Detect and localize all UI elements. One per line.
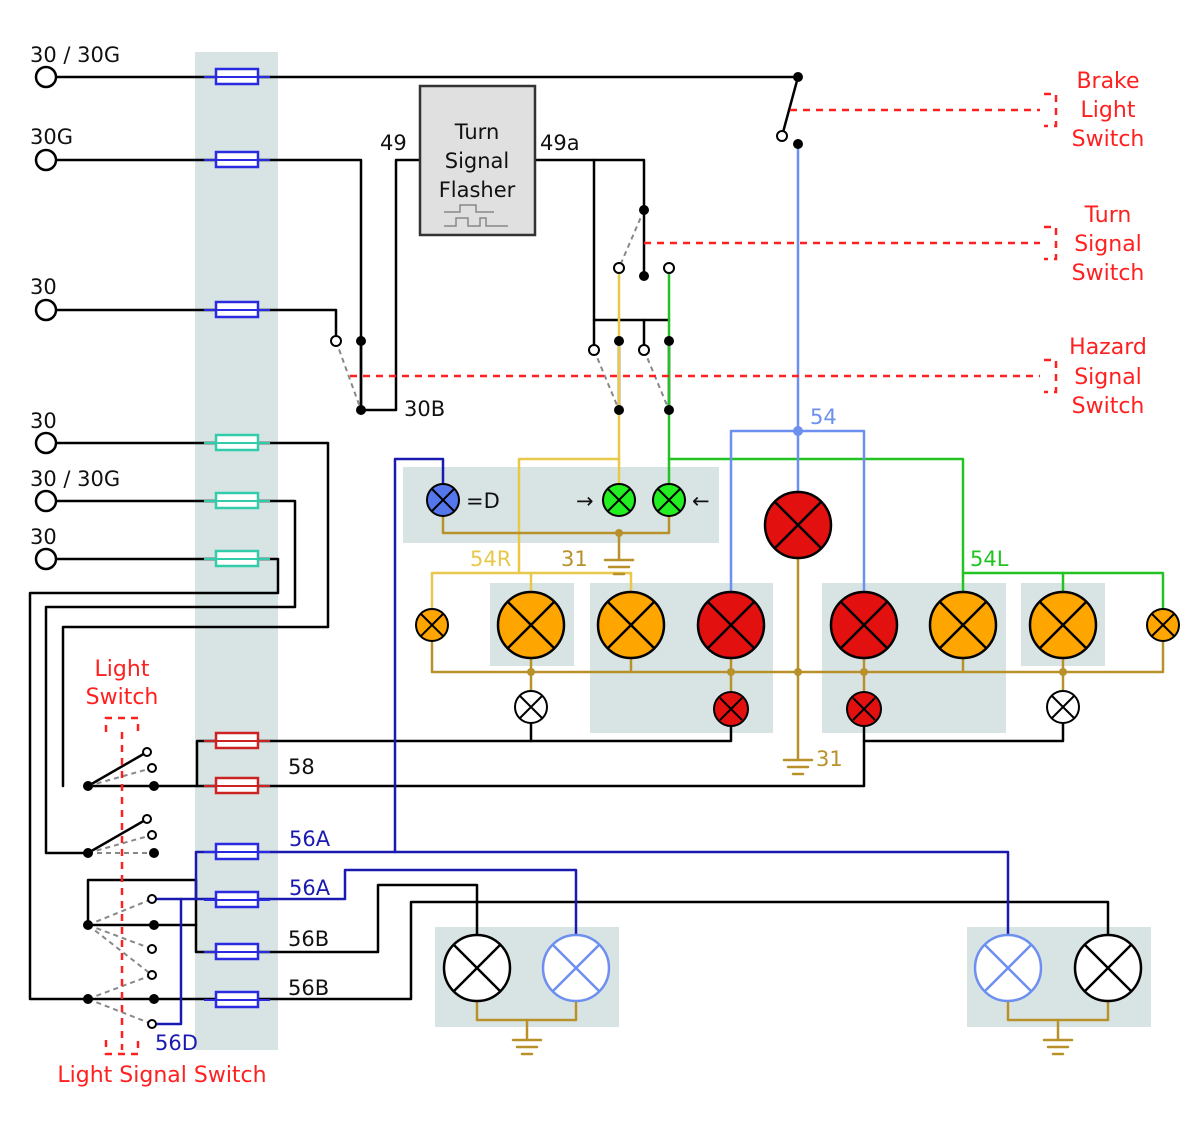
right-arrow-label: → bbox=[576, 489, 594, 513]
flasher-output-label: 49a bbox=[540, 131, 580, 155]
switch-links bbox=[104, 92, 1058, 1056]
brake-switch-label-1: Brake bbox=[1076, 69, 1139, 94]
turn-switch-label-1: Turn bbox=[1084, 203, 1132, 228]
hazard-switch-label-2: Signal bbox=[1074, 365, 1142, 390]
terminal-label-5: 30 / 30G bbox=[30, 467, 120, 491]
terminal-label-1: 30 / 30G bbox=[30, 43, 120, 67]
terminal-6 bbox=[34, 547, 58, 571]
hazard-switch-label-3: Switch bbox=[1072, 394, 1145, 419]
right-side-marker-lamp bbox=[415, 608, 449, 642]
left-brake-lamp bbox=[829, 590, 899, 660]
high-beam-indicator-lamp bbox=[426, 483, 460, 517]
terminal-2 bbox=[34, 148, 58, 172]
wire-label-54r: 54R bbox=[470, 547, 511, 571]
brake-switch-label-3: Switch bbox=[1072, 127, 1145, 152]
left-low-beam-lamp bbox=[442, 933, 512, 1003]
black-wires bbox=[28, 75, 1110, 1001]
ground-label-31-top: 31 bbox=[561, 547, 588, 571]
terminal-3 bbox=[34, 298, 58, 322]
terminal-5 bbox=[34, 489, 58, 513]
terminal-label-4: 30 bbox=[30, 409, 57, 433]
switch-throws bbox=[87, 209, 670, 1025]
flasher-input-label: 49 bbox=[380, 131, 407, 155]
right-front-signal-lamp bbox=[496, 590, 566, 660]
turn-signal-flasher bbox=[418, 84, 537, 237]
wire-label-56d: 56D bbox=[155, 1031, 198, 1055]
wire-label-56a-1: 56A bbox=[289, 827, 331, 851]
left-rear-signal-lamp bbox=[928, 590, 998, 660]
left-turn-indicator-lamp bbox=[652, 483, 686, 517]
flasher-title-2: Signal bbox=[445, 149, 510, 173]
left-high-beam-lamp bbox=[541, 933, 611, 1003]
right-low-beam-lamp bbox=[1073, 933, 1143, 1003]
terminal-label-3: 30 bbox=[30, 275, 57, 299]
right-brake-lamp bbox=[696, 590, 766, 660]
right-high-beam-lamp bbox=[973, 933, 1043, 1003]
terminals bbox=[34, 65, 58, 571]
right-tail-lamp bbox=[713, 691, 749, 727]
light-switch-label-1: Light bbox=[95, 657, 150, 682]
right-turn-indicator-lamp bbox=[602, 483, 636, 517]
left-parking-lamp bbox=[1046, 690, 1080, 724]
wire-label-30b: 30B bbox=[404, 397, 445, 421]
labels: 30 / 30G 30G 30 30 30 / 30G 30 Turn Sign… bbox=[30, 43, 1147, 1088]
brake-switch-label-2: Light bbox=[1081, 98, 1136, 123]
flasher-title-3: Flasher bbox=[439, 178, 516, 202]
wire-label-58: 58 bbox=[288, 755, 315, 779]
high-beam-indicator-label: =D bbox=[466, 489, 500, 513]
light-switch-label-2: Switch bbox=[86, 685, 159, 710]
wire-label-56b-2: 56B bbox=[288, 976, 329, 1000]
terminal-label-6: 30 bbox=[30, 525, 57, 549]
fuse-blue-lines bbox=[204, 76, 270, 1001]
wire-label-54l: 54L bbox=[970, 547, 1009, 571]
left-front-signal-lamp bbox=[1028, 590, 1098, 660]
center-brake-lamp bbox=[763, 490, 833, 560]
switch-contacts bbox=[83, 72, 1067, 1029]
wire-label-54: 54 bbox=[810, 405, 837, 429]
wire-label-56a-2: 56A bbox=[289, 876, 331, 900]
left-side-marker-lamp bbox=[1146, 608, 1180, 642]
lamps bbox=[415, 483, 1180, 1003]
wire-label-56b-1: 56B bbox=[288, 927, 329, 951]
left-tail-lamp bbox=[846, 691, 882, 727]
turn-switch-label-3: Switch bbox=[1072, 261, 1145, 286]
flasher-title-1: Turn bbox=[454, 120, 500, 144]
right-parking-lamp bbox=[514, 690, 548, 724]
turn-switch-label-2: Signal bbox=[1074, 232, 1142, 257]
fuses bbox=[204, 67, 270, 1009]
terminal-label-2: 30G bbox=[30, 125, 73, 149]
headlight-wires bbox=[154, 457, 1010, 1026]
terminal-1 bbox=[34, 65, 58, 89]
left-arrow-label: ← bbox=[692, 489, 710, 513]
ground-label-31-mid: 31 bbox=[816, 747, 843, 771]
right-rear-signal-lamp bbox=[596, 590, 666, 660]
light-signal-switch-label: Light Signal Switch bbox=[57, 1063, 266, 1088]
hazard-switch-label-1: Hazard bbox=[1069, 335, 1147, 360]
terminal-4 bbox=[34, 431, 58, 455]
